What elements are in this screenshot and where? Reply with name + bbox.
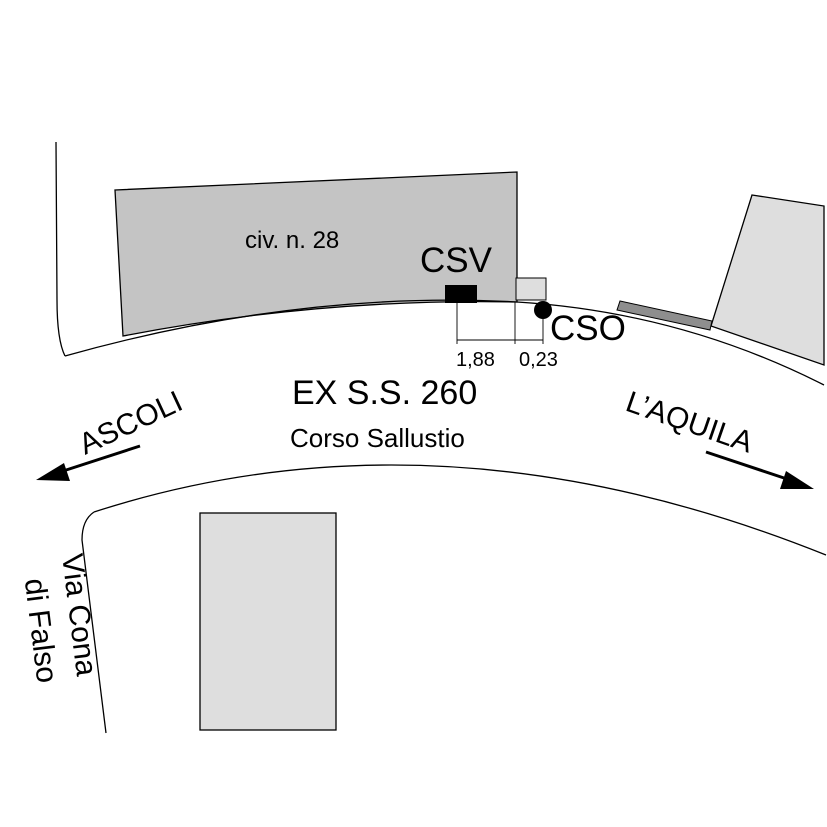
side-street-label-line1: Via Cona bbox=[55, 552, 103, 678]
side-street-label: Via Cona di Falso bbox=[18, 552, 103, 685]
distance-left-label: 1,88 bbox=[456, 349, 495, 371]
csv-marker bbox=[445, 285, 477, 303]
building-lower bbox=[199, 512, 337, 731]
road-lower-edge bbox=[93, 464, 827, 556]
distance-right-label: 0,23 bbox=[519, 349, 558, 371]
road-upper-edge bbox=[64, 299, 825, 386]
annex-box bbox=[515, 277, 547, 301]
side-street-edge bbox=[81, 511, 107, 734]
grey-strip bbox=[616, 300, 713, 331]
arrow-right-icon bbox=[705, 450, 814, 489]
arrow-left-icon bbox=[36, 444, 141, 481]
building-civ-28 bbox=[114, 171, 518, 337]
cso-label: CSO bbox=[550, 309, 626, 348]
dimension-lines bbox=[456, 302, 544, 344]
building-label: civ. n. 28 bbox=[245, 227, 339, 254]
road-sub-label: Corso Sallustio bbox=[290, 423, 465, 453]
csv-label: CSV bbox=[420, 241, 493, 280]
building-right bbox=[710, 194, 825, 366]
road-main-label: EX S.S. 260 bbox=[292, 374, 477, 412]
side-street-label-line2: di Falso bbox=[18, 577, 64, 685]
direction-right-label: L’AQUILA bbox=[622, 385, 757, 459]
left-boundary-line bbox=[55, 141, 66, 357]
